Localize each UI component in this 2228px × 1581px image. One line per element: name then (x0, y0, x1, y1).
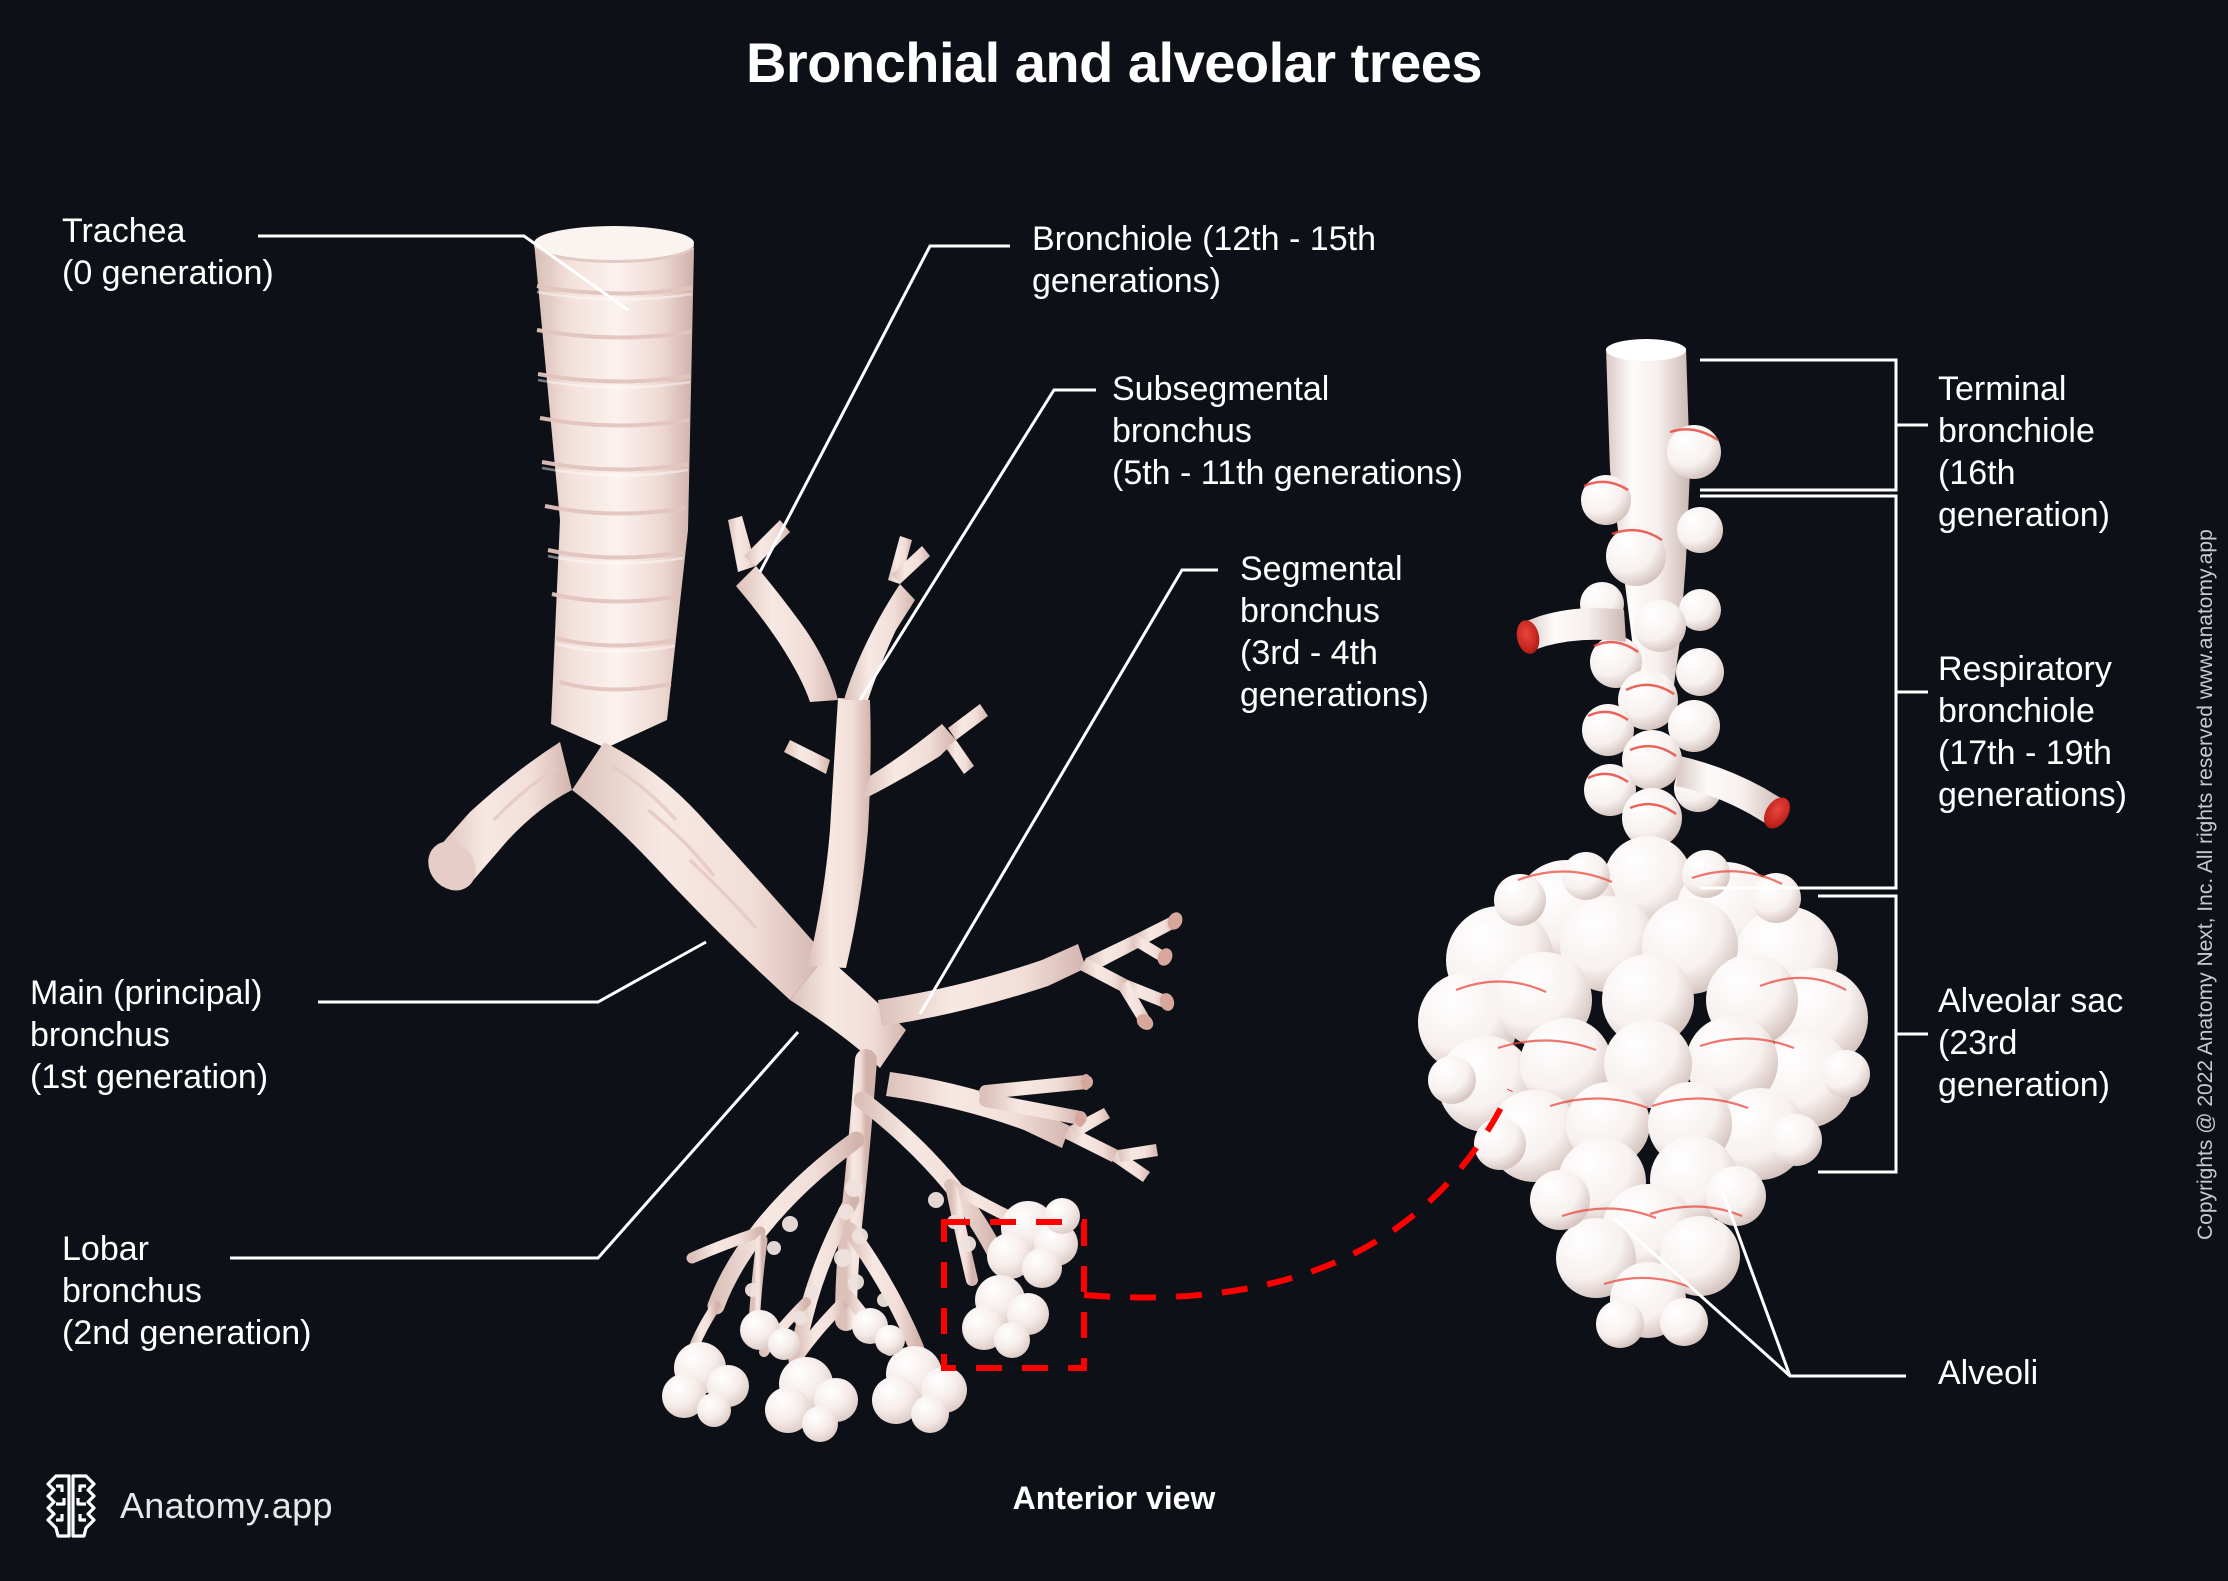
label-bronchiole: Bronchiole (12th - 15th generations) (1032, 220, 1376, 301)
alveolar-unit-model (1418, 339, 1870, 1348)
highlight-connector (1083, 1088, 1513, 1301)
trachea-model (534, 226, 694, 748)
leader-alveoli-1 (1612, 1216, 1906, 1378)
view-caption: Anterior view (1012, 1480, 1216, 1516)
label-main-bronchus: Main (principal) bronchus (1st generatio… (30, 974, 269, 1097)
lobar-bronchus-model (790, 956, 906, 1068)
bronchial-tree-model (428, 226, 1183, 1442)
leader-lobar-bronchus (230, 1031, 800, 1260)
label-respiratory-bronchiole: Respiratory bronchiole (17th - 19th gene… (1938, 650, 2128, 815)
leader-bronchiole (758, 244, 1010, 573)
brand-name: Anatomy.app (120, 1485, 333, 1526)
segmental-branches (878, 912, 1183, 1182)
page-title: Bronchial and alveolar trees (745, 31, 1483, 94)
label-alveoli: Alveoli (1938, 1354, 2039, 1392)
label-trachea: Trachea (0 generation) (62, 212, 274, 293)
terminal-bronchiole-model (1606, 348, 1690, 700)
brand-logo[interactable]: Anatomy.app (40, 1470, 333, 1542)
respiratory-bronchiole-model (1580, 425, 1724, 848)
bracket-terminal-bronchiole (1700, 358, 1898, 492)
upper-lobe-branches (728, 516, 988, 968)
leader-trachea (258, 234, 629, 312)
peripheral-branches (686, 1049, 1093, 1368)
leader-segmental (918, 568, 1218, 1015)
label-lobar-bronchus: Lobar bronchus (2nd generation) (62, 1230, 312, 1353)
leader-main-bronchus (318, 940, 707, 1004)
label-alveolar-sac: Alveolar sac (23rd generation) (1938, 982, 2124, 1105)
main-bronchi-model (428, 742, 826, 1000)
leader-alveoli-2 (1720, 1189, 1792, 1377)
cut-branch-upper (1516, 608, 1626, 654)
label-subsegmental-bronchus: Subsegmental bronchus (5th - 11th genera… (1112, 370, 1463, 493)
copyright-notice: Copyrights @ 2022 Anatomy Next, Inc. All… (2170, 380, 2217, 1260)
zoom-highlight (941, 1088, 1513, 1371)
highlight-box (941, 1219, 1087, 1371)
leader-subsegmental (858, 388, 1096, 701)
copyright-text: Copyrights @ 2022 Anatomy Next, Inc. All… (2194, 529, 2217, 1240)
cut-branch-lower (1676, 756, 1790, 829)
alveolar-clusters (662, 1179, 1080, 1442)
brain-icon (46, 1474, 96, 1538)
label-terminal-bronchiole: Terminal bronchiole (16th generation) (1938, 370, 2111, 535)
bracket-respiratory-bronchiole (1700, 494, 1898, 890)
bracket-alveolar-sac (1818, 894, 1898, 1174)
leader-lines (230, 234, 1906, 1378)
alveolar-sac-model (1418, 836, 1870, 1348)
label-segmental-bronchus: Segmental bronchus (3rd - 4th generation… (1240, 550, 1430, 715)
measure-brackets (1700, 358, 1928, 1174)
